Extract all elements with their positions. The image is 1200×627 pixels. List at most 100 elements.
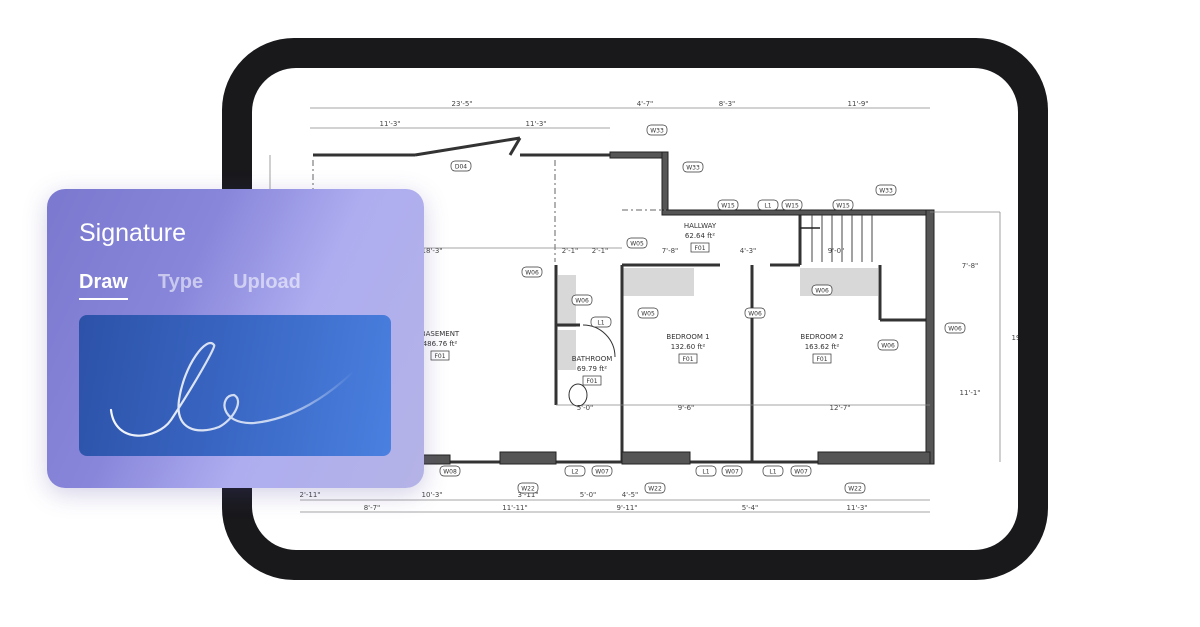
- dimension-label: 11'-3": [525, 120, 546, 128]
- element-tag: W06: [877, 339, 899, 351]
- element-tag-box: [721, 465, 743, 477]
- thick-wall: [499, 451, 557, 465]
- element-tag: W06: [811, 284, 833, 296]
- element-tag-box: [591, 465, 613, 477]
- element-tag-box: [757, 199, 779, 211]
- dimension-label: 4'-5": [622, 491, 639, 499]
- element-tag-box: [832, 199, 854, 211]
- room-area: 62.64 ft²: [685, 232, 715, 240]
- room-name: BEDROOM 2: [800, 333, 843, 341]
- element-tag: W22: [517, 482, 539, 494]
- element-tag-box: [517, 482, 539, 494]
- room-tag: F01: [678, 353, 698, 364]
- element-tag-label: W05: [641, 311, 655, 318]
- tab-type[interactable]: Type: [157, 271, 204, 293]
- tab-draw[interactable]: Draw: [79, 271, 128, 300]
- dimension-label: 18'-3": [421, 247, 442, 255]
- room-tag: F01: [690, 242, 710, 253]
- room-tag: F01: [430, 350, 450, 361]
- element-tag-box: [744, 307, 766, 319]
- tab-upload[interactable]: Upload: [233, 271, 301, 293]
- element-tag-label: W06: [815, 288, 829, 295]
- element-tag: W06: [744, 307, 766, 319]
- element-tag-label: L1: [769, 469, 776, 476]
- dimension-label: 8'-3": [719, 100, 736, 108]
- element-tag-label: W33: [650, 128, 664, 135]
- room-tag-box: [678, 353, 698, 364]
- element-tag-label: L1: [702, 469, 709, 476]
- element-tag-box: [695, 465, 717, 477]
- element-tag-label: L1: [764, 203, 771, 210]
- element-tag-label: W06: [575, 298, 589, 305]
- element-tag: W05: [626, 237, 648, 249]
- element-tag-box: [571, 294, 593, 306]
- room-tag-label: F01: [586, 378, 597, 385]
- room-name: BATHROOM: [572, 355, 613, 363]
- wall: [414, 136, 521, 157]
- element-tag-label: W22: [848, 486, 862, 493]
- room-tag-box: [582, 375, 602, 386]
- element-tag-box: [944, 322, 966, 334]
- signature-draw-pad[interactable]: [79, 315, 391, 456]
- dimension-label: 9'-6": [678, 404, 695, 412]
- element-tag: L1: [762, 465, 784, 477]
- floor-shading: [558, 330, 576, 370]
- element-tag: W33: [875, 184, 897, 196]
- dimension-label: 8'-7": [364, 504, 381, 512]
- dimension-label: 23'-5": [451, 100, 472, 108]
- element-tag: W06: [944, 322, 966, 334]
- element-tag-label: W05: [630, 241, 644, 248]
- room-tag: F01: [582, 375, 602, 386]
- thick-wall: [621, 451, 691, 465]
- thick-wall: [817, 451, 931, 465]
- element-tag-box: [439, 465, 461, 477]
- element-tag: L1: [590, 316, 612, 328]
- element-tag: L1: [695, 465, 717, 477]
- element-tag-label: W07: [595, 469, 609, 476]
- dimension-label: 2'-1": [592, 247, 609, 255]
- element-tag: W07: [721, 465, 743, 477]
- element-tag: W07: [790, 465, 812, 477]
- room-area: 132.60 ft²: [671, 343, 706, 351]
- element-tag: W08: [439, 465, 461, 477]
- element-tag-label: W06: [948, 326, 962, 333]
- signature-tabs: Draw Type Upload: [79, 271, 301, 300]
- element-tag: W33: [646, 124, 668, 136]
- floor-shading: [622, 268, 694, 296]
- room-name: HALLWAY: [684, 222, 717, 230]
- element-tag-label: W22: [648, 486, 662, 493]
- door-swing: [582, 324, 616, 358]
- dimension-label: 5'-0": [580, 491, 597, 499]
- element-tag-label: W33: [686, 165, 700, 172]
- dimension-label: 19'-5": [1011, 334, 1018, 342]
- element-tag-label: W15: [721, 203, 735, 210]
- element-tag-label: L2: [571, 469, 578, 476]
- element-tag-box: [875, 184, 897, 196]
- room-tag-box: [812, 353, 832, 364]
- element-tag: W07: [591, 465, 613, 477]
- floor-shading: [800, 268, 878, 296]
- dimension-label: 11'-11": [502, 504, 527, 512]
- element-tag-box: [682, 161, 704, 173]
- element-tag-box: [646, 124, 668, 136]
- element-tag-box: [637, 307, 659, 319]
- element-tag-label: W15: [836, 203, 850, 210]
- wall: [508, 137, 522, 156]
- dimension-label: 11'-9": [847, 100, 868, 108]
- room-tag-label: F01: [694, 245, 705, 252]
- room-area: 486.76 ft²: [423, 340, 458, 348]
- dimension-label: 5'-4": [742, 504, 759, 512]
- element-tag-label: W15: [785, 203, 799, 210]
- element-tag: L2: [564, 465, 586, 477]
- room-tag: F01: [812, 353, 832, 364]
- thick-wall: [661, 151, 669, 216]
- element-tag-box: [877, 339, 899, 351]
- element-tag-label: W06: [881, 343, 895, 350]
- signature-title: Signature: [79, 219, 187, 247]
- room-area: 69.79 ft²: [577, 365, 607, 373]
- element-tag: W06: [571, 294, 593, 306]
- floor-shading: [558, 275, 576, 327]
- element-tag-label: W07: [725, 469, 739, 476]
- dimension-label: 12'-7": [829, 404, 850, 412]
